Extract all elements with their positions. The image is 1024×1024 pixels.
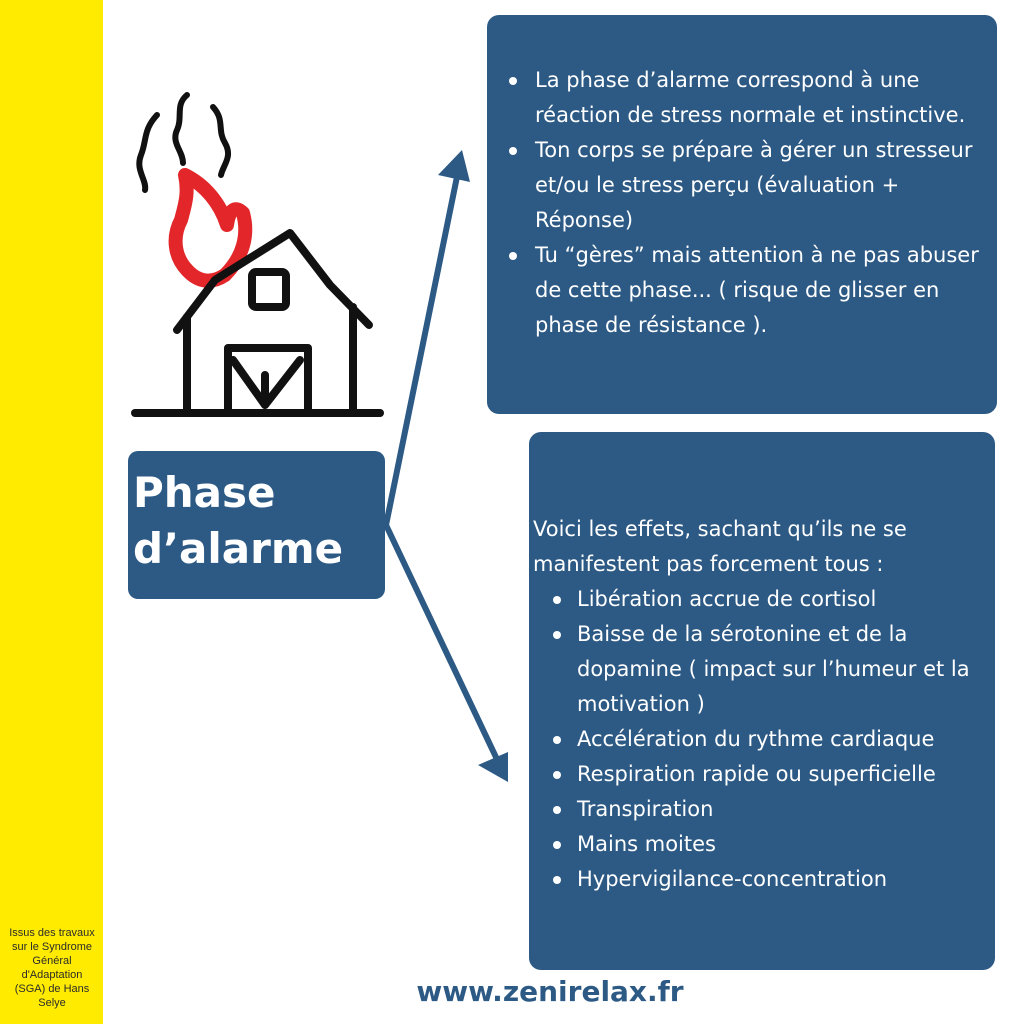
list-item: Mains moites <box>533 827 991 862</box>
phase-title-box: Phase d’alarme <box>128 451 385 599</box>
house-window <box>248 268 290 311</box>
list-item: Transpiration <box>533 792 991 827</box>
sidebar: Issus des travaux sur le Syndrome Généra… <box>0 0 103 1024</box>
website-link[interactable]: www.zenirelax.fr <box>416 975 684 1008</box>
smoke-right <box>210 104 232 178</box>
alarm-phase-description-card: La phase d’alarme correspond à une réact… <box>487 15 997 414</box>
smoke-left <box>136 112 160 193</box>
title-line-2: d’alarme <box>133 524 344 573</box>
list-item: Libération accrue de cortisol <box>533 582 991 617</box>
effects-card: Voici les effets, sachant qu’ils ne se m… <box>529 432 995 970</box>
title-line-1: Phase <box>133 468 276 517</box>
list-item: Hypervigilance-concentration <box>533 862 991 897</box>
list-item: Accélération du rythme cardiaque <box>533 722 991 757</box>
arrow-down-head <box>478 752 508 782</box>
effects-intro: Voici les effets, sachant qu’ils ne se m… <box>533 517 907 576</box>
list-item: Tu “gères” mais attention à ne pas abuse… <box>509 238 987 343</box>
sidebar-source-note: Issus des travaux sur le Syndrome Généra… <box>9 927 95 1009</box>
house-roof <box>173 229 373 334</box>
arrow-up-right-icon <box>383 159 463 528</box>
description-list: La phase d’alarme correspond à une réact… <box>509 63 987 343</box>
list-item: La phase d’alarme correspond à une réact… <box>509 63 987 133</box>
page-title: Phase d’alarme <box>133 465 385 577</box>
list-item: Respiration rapide ou superficielle <box>533 757 991 792</box>
smoke-middle <box>172 92 190 166</box>
arrow-up-head <box>438 150 470 182</box>
burning-house-icon <box>131 92 384 417</box>
list-item: Baisse de la sérotonine et de la dopamin… <box>533 617 991 722</box>
arrow-down-right-icon <box>383 522 506 775</box>
effects-list: Libération accrue de cortisol Baisse de … <box>533 582 991 897</box>
list-item: Ton corps se prépare à gérer un stresseu… <box>509 133 987 238</box>
house-door <box>224 344 312 414</box>
